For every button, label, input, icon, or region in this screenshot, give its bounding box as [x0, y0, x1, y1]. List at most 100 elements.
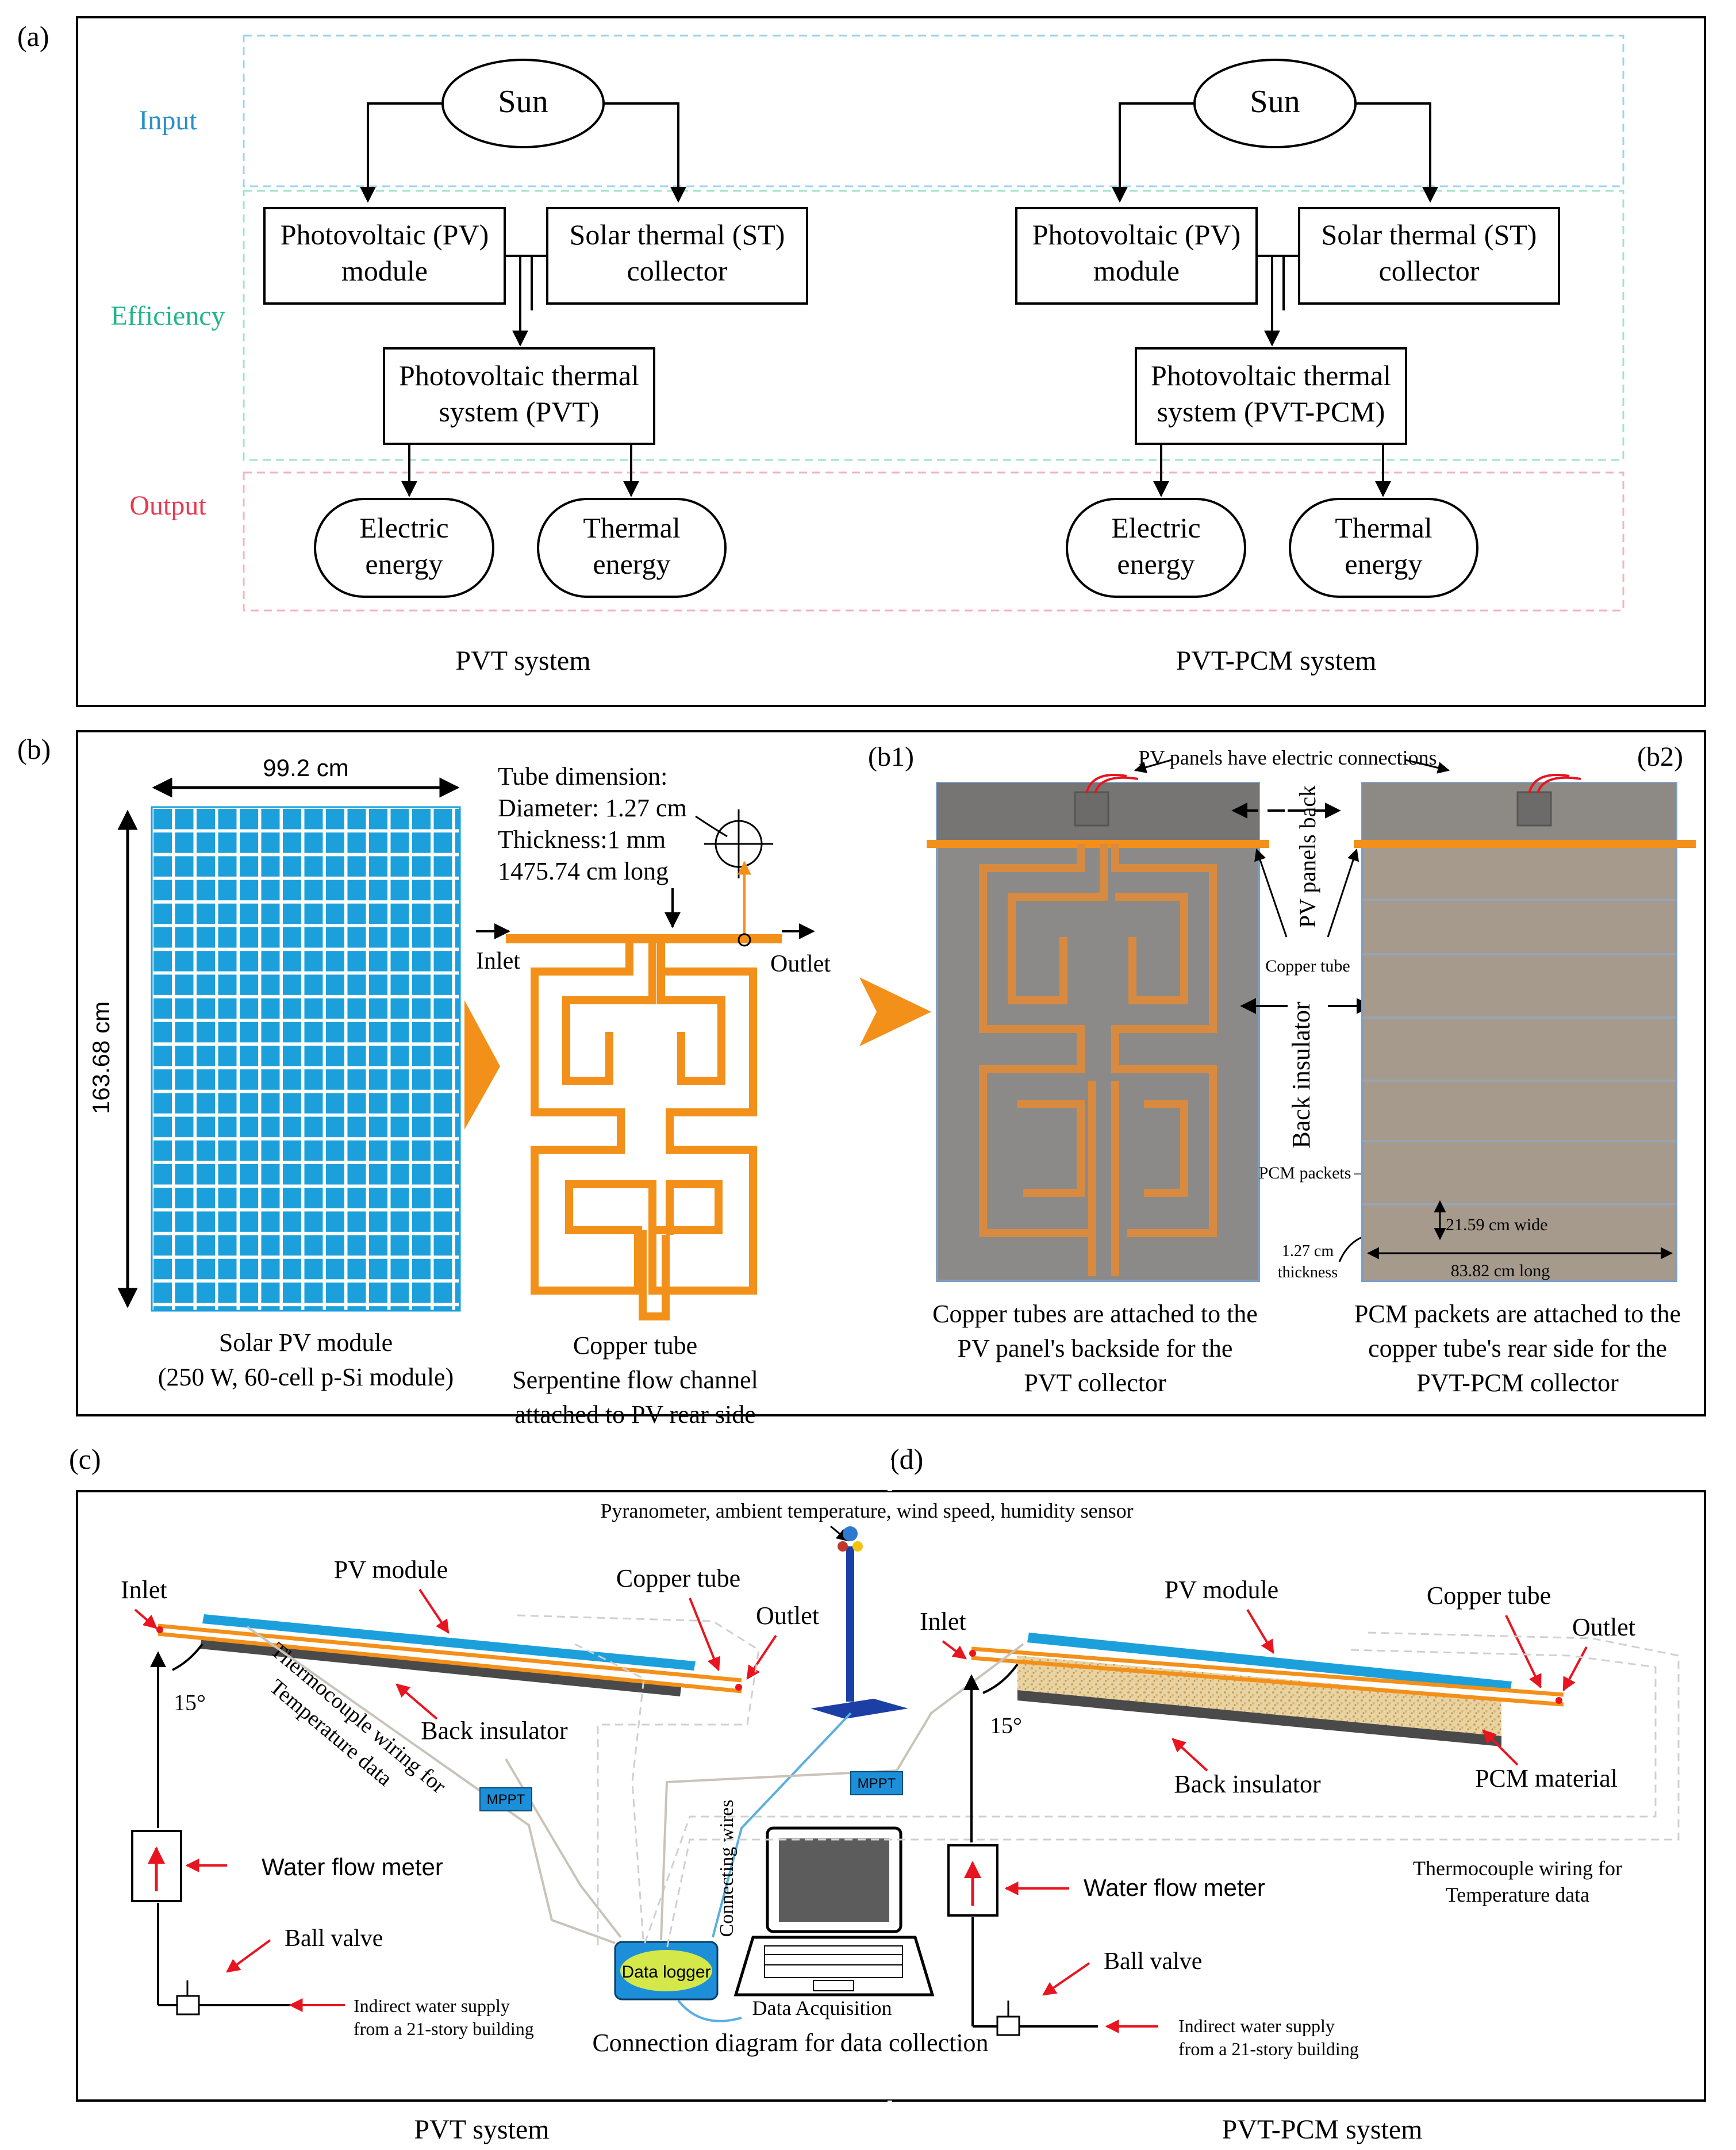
- pvt-pcm-box-line2: system (PVT-PCM): [1157, 396, 1385, 428]
- d-dashed-routing: [643, 1631, 1680, 1949]
- electric-line2: energy: [365, 548, 443, 580]
- pv-box-line1: Photovoltaic (PV): [1032, 218, 1240, 251]
- c-back-insulator: [200, 1640, 681, 1696]
- output-row-box: [243, 471, 1624, 612]
- pv-box-line2: module: [341, 255, 428, 287]
- pvt-pcm-setup: Inlet PV module Copper tube Outlet 15° B…: [643, 1576, 1680, 2059]
- d-inlet-label: Inlet: [920, 1607, 966, 1635]
- d-pcm-material: [1017, 1656, 1501, 1736]
- tube-cross-section-icon: [695, 809, 773, 940]
- d-mppt-label: MPPT: [858, 1776, 896, 1791]
- b2-caption-line3: PVT-PCM collector: [1416, 1369, 1619, 1397]
- electric-energy-node: [1066, 498, 1246, 598]
- sensor-label: Pyranometer, ambient temperature, wind s…: [600, 1499, 1133, 1522]
- data-logger-display: [620, 1950, 712, 1991]
- panel-cd: (c) (d) Pyranometer, ambient temperature…: [69, 1443, 1706, 2145]
- pvt-system-box: [383, 347, 655, 445]
- b2-label: (b2): [1637, 742, 1683, 772]
- thickness-note-line1: 1.27 cm: [1282, 1242, 1334, 1260]
- c-pv-module: [202, 1614, 696, 1671]
- panel-d-label: (d): [890, 1443, 923, 1475]
- row-label-input: Input: [139, 105, 197, 136]
- b1-copper-tubes: [927, 840, 1269, 1276]
- data-acquisition-label: Data Acquisition: [752, 1997, 892, 2020]
- c-ball-valve-icon: [176, 1995, 200, 2015]
- electric-energy-node: [314, 498, 494, 598]
- d-pv-module: [1027, 1633, 1512, 1691]
- packet-length-label: 83.82 cm long: [1451, 1261, 1550, 1280]
- pvt-box-line2: system (PVT): [439, 396, 599, 428]
- st-box-line2: collector: [1379, 255, 1480, 287]
- height-dimension-label: 163.68 cm: [87, 1001, 114, 1114]
- laptop-icon: [733, 1826, 935, 1997]
- packet-width-label: 21.59 cm wide: [1446, 1215, 1547, 1234]
- st-box-line1: Solar thermal (ST): [1322, 218, 1537, 251]
- back-insulator-note: Back insulator: [1287, 1001, 1315, 1149]
- st-box-line2: collector: [627, 255, 728, 287]
- solar-pv-module-cells: [151, 806, 461, 1312]
- c-flow-meter-label: Water flow meter: [262, 1853, 443, 1880]
- d-ball-valve-label: Ball valve: [1104, 1948, 1202, 1975]
- pvt-system-caption: PVT system: [455, 646, 590, 676]
- pv-box-line2: module: [1093, 255, 1180, 287]
- thermal-energy-node: [1289, 498, 1478, 598]
- width-dimension-label: 99.2 cm: [263, 754, 348, 781]
- pvt-pcm-system-box: [1135, 347, 1407, 445]
- c-pv-module-label: PV module: [334, 1556, 448, 1584]
- c-inlet-label: Inlet: [121, 1576, 167, 1604]
- junction-box-icon: [1516, 791, 1552, 827]
- serpentine-copper-tube: [506, 934, 782, 1320]
- b1-caption-line3: PVT collector: [1024, 1369, 1166, 1397]
- pvt-box-line1: Photovoltaic thermal: [399, 359, 639, 391]
- tube-dim-line4: 1475.74 cm long: [498, 857, 669, 885]
- data-logger-label: Data logger: [621, 1963, 710, 1982]
- st-collector-box: [1298, 207, 1560, 305]
- tube-inlet-label: Inlet: [476, 948, 520, 974]
- junction-box-icon: [1074, 791, 1109, 827]
- d-flow-meter-label: Water flow meter: [1084, 1874, 1265, 1901]
- d-mppt-box: [850, 1771, 903, 1795]
- thermal-energy-node: [537, 498, 727, 598]
- d-caption: PVT-PCM system: [1222, 2114, 1423, 2145]
- panel-a-frame: [76, 16, 1706, 707]
- d-copper-tube-label: Copper tube: [1427, 1581, 1551, 1610]
- row-label-efficiency: Efficiency: [110, 301, 225, 331]
- b2-caption-line2: copper tube's rear side for the: [1368, 1334, 1667, 1362]
- pv-panels-back-label: PV panels back: [1295, 785, 1320, 928]
- panel-b-label: (b): [17, 733, 51, 765]
- pvt-flowchart: Sun Photovoltaic (PV) module Solar therm…: [263, 59, 808, 676]
- b1-label: (b1): [868, 742, 914, 772]
- tube-dim-line1: Tube dimension:: [498, 762, 667, 790]
- weather-sensor-icon: [811, 1526, 908, 1719]
- b2-pcm-panel: [1361, 782, 1677, 1282]
- electric-line1: Electric: [1111, 512, 1200, 544]
- pv-module-box: [263, 207, 506, 305]
- c-supply-line1: Indirect water supply: [354, 1995, 510, 2016]
- panel-b: (b) 99.2 cm 163.68 cm Solar PV module (2…: [17, 730, 1706, 1429]
- c-mppt-box: [479, 1787, 532, 1811]
- pvt-pcm-flowchart: Sun Photovoltaic (PV) module Solar therm…: [1015, 59, 1560, 676]
- c-outlet-label: Outlet: [756, 1602, 819, 1630]
- st-collector-box: [546, 207, 808, 305]
- st-box-line1: Solar thermal (ST): [570, 218, 785, 251]
- panel-c-label: (c): [69, 1443, 101, 1475]
- thickness-note-line2: thickness: [1278, 1264, 1338, 1281]
- input-row-box: [243, 34, 1624, 187]
- copper-tube-note: Copper tube: [1265, 957, 1350, 976]
- c-dashed-routing: [517, 1614, 760, 1949]
- thermal-line2: energy: [1345, 548, 1422, 580]
- panel-b-frame: [76, 730, 1706, 1416]
- pcm-packets-note: PCM packets: [1259, 1164, 1351, 1182]
- d-ball-valve-icon: [996, 2015, 1020, 2036]
- pv-caption-line2: (250 W, 60-cell p-Si module): [158, 1363, 454, 1391]
- electric-connection-note: PV panels have electric connections: [1138, 746, 1437, 769]
- c-supply-line2: from a 21-story building: [354, 2018, 534, 2039]
- connecting-wire: [712, 1712, 852, 1938]
- tube-dim-line2: Diameter: 1.27 cm: [498, 794, 687, 822]
- d-back-insulator-label: Back insulator: [1174, 1770, 1321, 1798]
- sun-label: Sun: [1250, 84, 1300, 120]
- pv-module-box: [1015, 207, 1258, 305]
- d-supply-line2: from a 21-story building: [1178, 2038, 1359, 2059]
- panel-a-label: (a): [17, 20, 49, 52]
